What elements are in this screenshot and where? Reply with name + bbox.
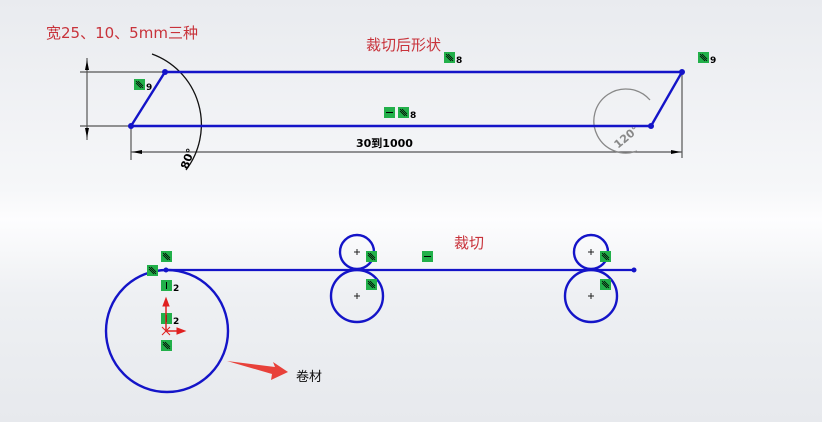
tangent-relation-icon[interactable]	[599, 278, 612, 291]
lower-roller-circle[interactable]	[563, 268, 619, 324]
tangent-relation-icon[interactable]	[599, 250, 612, 263]
relation-label: 2	[173, 284, 179, 294]
dimension-lines	[80, 58, 683, 160]
relation-label: 9	[710, 56, 716, 66]
tangent-relation-icon[interactable]	[146, 264, 159, 277]
width-note: 宽25、10、5mm三种	[46, 24, 198, 42]
length-dimension[interactable]: 30到1000	[356, 136, 413, 150]
parallel-relation-icon[interactable]	[397, 106, 410, 119]
relation-label: 8	[456, 56, 462, 66]
coincident-relation-icon[interactable]	[160, 339, 173, 352]
relation-label: 2	[173, 317, 179, 327]
coil-circle[interactable]	[104, 268, 230, 394]
lower-roller-circle[interactable]	[329, 268, 385, 324]
sketch-points[interactable]	[128, 69, 685, 129]
parallel-relation-icon[interactable]	[697, 51, 710, 64]
coil-note: 卷材	[296, 370, 323, 385]
origin-icon	[161, 296, 187, 336]
angle-dimension-left[interactable]: 80°	[178, 147, 197, 171]
horizontal-relation-icon[interactable]	[422, 251, 433, 262]
center-marks	[354, 249, 594, 299]
arrow-to-coil-icon	[227, 361, 288, 380]
horizontal-relation-icon[interactable]	[384, 107, 395, 118]
parallel-relation-icon[interactable]	[133, 78, 146, 91]
sketch-point[interactable]	[631, 267, 637, 273]
cut-shape-note: 裁切后形状	[366, 36, 442, 54]
coincident-relation-icon[interactable]	[160, 250, 173, 263]
vertical-relation-icon[interactable]	[161, 280, 172, 291]
dimension-arrows	[85, 60, 681, 154]
angle-arc-120[interactable]	[593, 88, 651, 154]
tangent-relation-icon[interactable]	[365, 250, 378, 263]
cut-note: 裁切	[454, 234, 485, 252]
parallel-relation-icon[interactable]	[443, 51, 456, 64]
relation-label: 8	[410, 111, 416, 121]
tangent-relation-icon[interactable]	[365, 278, 378, 291]
angle-arc-80[interactable]	[151, 53, 203, 171]
relation-label: 9	[146, 83, 152, 93]
